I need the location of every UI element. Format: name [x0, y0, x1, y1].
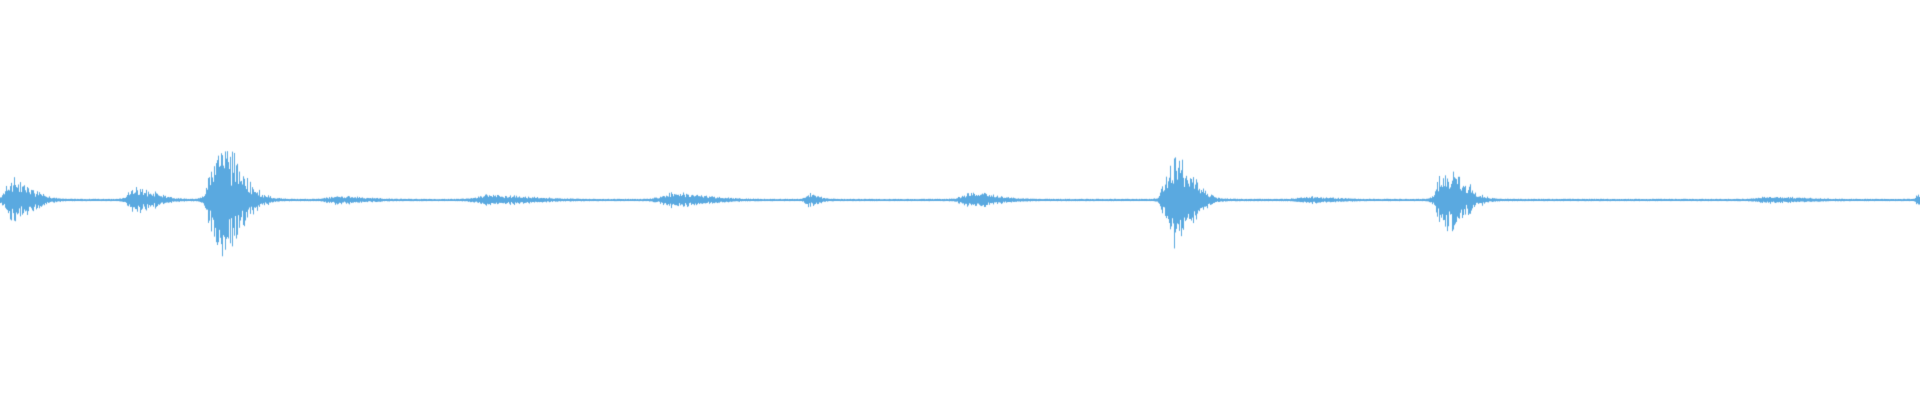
audio-waveform-view[interactable]: [0, 0, 1920, 400]
audio-waveform[interactable]: [0, 0, 1920, 400]
